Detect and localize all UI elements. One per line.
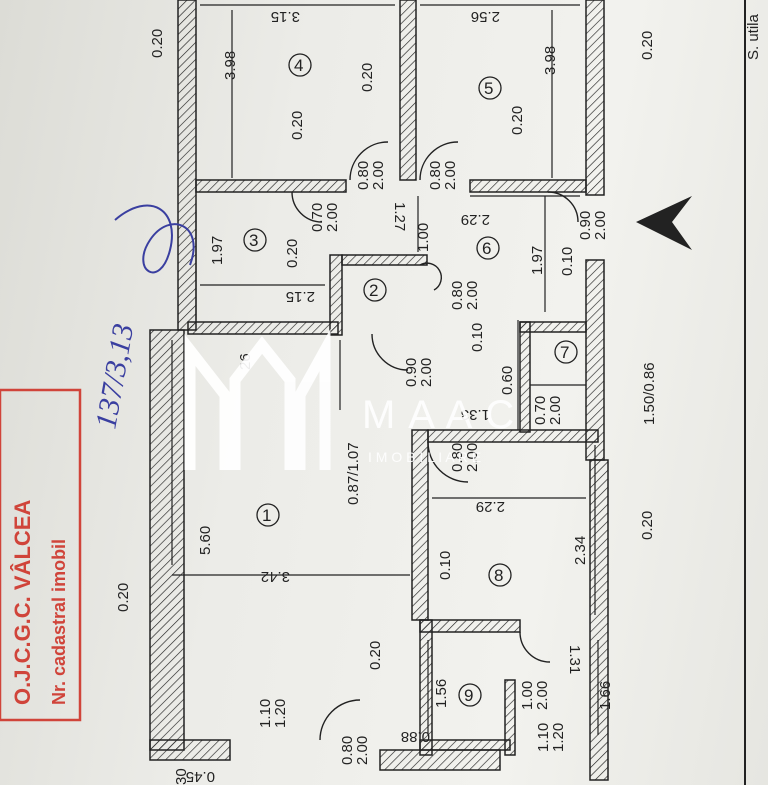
door-width: 0.80 [449,281,466,310]
door-height: 2.00 [324,203,341,232]
dim-label: 1.97 [209,236,226,265]
exterior-walls [149,0,609,781]
dim-label: 0.10 [559,247,576,276]
dim-label: 0.20 [367,641,384,670]
dim-label: 0.87/1.07 [345,442,362,505]
dim-label: 2.15 [286,288,315,305]
dim-label: 2.56 [471,8,500,25]
door-width: 0.80 [427,161,444,190]
dim-label: 0.20 [149,29,166,58]
room-4-label: 4 [294,56,303,75]
dim-label: 1.50/0.86 [641,362,658,425]
dim-label: 0.10 [437,551,454,580]
door-height: 2.00 [370,161,387,190]
door-width: 0.90 [403,358,420,387]
dim-label: 0.10 [469,323,486,352]
dimension-lines [171,4,599,735]
dim-label: 2.29 [461,211,490,228]
door-width: 0.80 [449,443,466,472]
door-width: 1.00 [519,681,536,710]
door-height: 1.20 [272,699,289,728]
door-width: 0.70 [532,396,549,425]
door-height: 2.00 [534,681,551,710]
dim-label: 1.56 [433,679,450,708]
stamp-line2: Nr. cadastral imobil [49,539,69,705]
door-width: 0.80 [339,736,356,765]
door-width: 0.70 [309,203,326,232]
brand-sub: I M O B I L I A R E [368,449,481,465]
door-height: 2.00 [464,281,481,310]
door-width: 1.10 [257,699,274,728]
door-height: 2.00 [592,211,609,240]
room-8-label: 8 [494,566,503,585]
dim-label: 3.15 [271,8,300,25]
room-5-label: 5 [484,79,493,98]
dim-label: 5.60 [197,526,214,555]
cadastral-stamp: O.J.C.G.C. VÂLCEA Nr. cadastral imobil [0,388,82,722]
brand-name: M A A C [362,393,516,437]
room-labels: 1 2 3 4 5 6 7 8 9 [243,53,578,707]
dim-label: 2.34 [572,536,589,565]
door-height: 2.00 [442,161,459,190]
dim-label: 1.33 [461,406,490,423]
room-2-label: 2 [369,281,378,300]
room-1-label: 1 [262,506,271,525]
dim-label: 2.29 [476,498,505,515]
dim-label: 0.88 [401,728,430,745]
side-text: S. utila [745,13,762,60]
dim-label: 0.20 [359,63,376,92]
dimension-labels: 3.15 2.56 3.98 3.98 0.20 0.20 0.20 0.20 … [115,8,658,785]
dim-label: 3.42 [261,568,290,585]
door-swings [291,141,579,741]
door-height: 2.00 [547,396,564,425]
room-7-label: 7 [560,343,569,362]
door-height: 2.00 [418,358,435,387]
signature-mark [114,204,195,274]
dim-label: 3.98 [222,51,239,80]
door-width: 1.10 [535,723,552,752]
dim-label: 1.31 [566,645,583,674]
dim-label: 0.20 [284,239,301,268]
door-labels: 0.802.00 0.802.00 0.702.00 0.902.00 0.80… [257,161,609,765]
cadastral-number: 137/3,13 [89,321,140,431]
room-6-label: 6 [482,239,491,258]
dim-label: 0.20 [639,511,656,540]
dim-label: 1.00 [415,223,432,252]
dim-label: 3.98 [542,46,559,75]
dim-label: 0.60 [499,366,516,395]
maac-watermark: M A A C I M O B I L I A R E [184,328,516,470]
stamp-line1: O.J.C.G.C. VÂLCEA [10,500,35,705]
door-width: 0.80 [355,161,372,190]
dim-label: 1.97 [529,246,546,275]
room-9-label: 9 [464,686,473,705]
north-arrow-icon [636,196,692,250]
door-height: 1.20 [550,723,567,752]
interior-walls [187,0,599,756]
side-table: S. utila [744,0,762,785]
dim-label: 30 [173,768,190,785]
dim-label: 1.27 [391,202,408,231]
dim-label: 0.45 [186,768,215,785]
dim-label: 0.20 [509,106,526,135]
dim-label: 1.66 [597,681,614,710]
door-height: 2.00 [354,736,371,765]
dim-label: 0.20 [115,583,132,612]
door-width: 0.90 [577,211,594,240]
dim-label: 0.20 [639,31,656,60]
dim-label: 0.20 [289,111,306,140]
room-3-label: 3 [249,231,258,250]
door-height: 2.00 [464,443,481,472]
